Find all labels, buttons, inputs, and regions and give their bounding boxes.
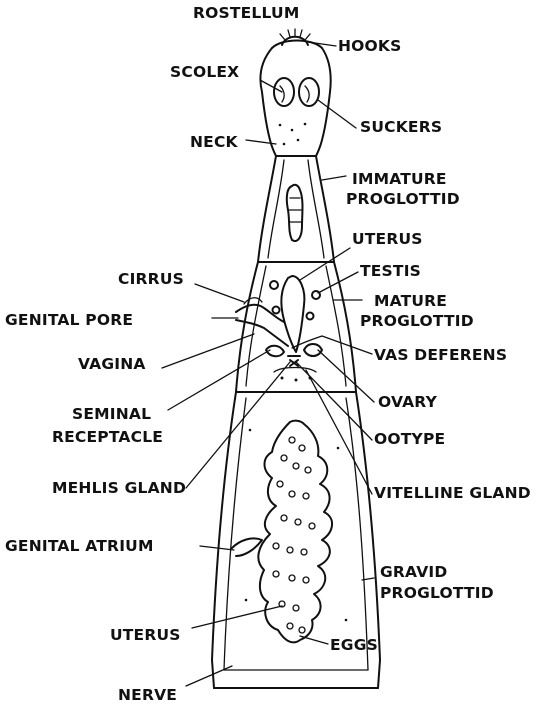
label-mehlis-gland: MEHLIS GLAND [52, 479, 186, 498]
label-neck: NECK [190, 133, 238, 152]
label-scolex: SCOLEX [170, 63, 239, 82]
mature-proglottid-shape [236, 262, 356, 392]
label-ootype: OOTYPE [374, 430, 445, 449]
label-immature-proglottid: IMMATURE [352, 170, 447, 189]
label-nerve: NERVE [118, 686, 177, 705]
label-cirrus: CIRRUS [118, 270, 184, 289]
label-vas-deferens: VAS DEFERENS [374, 346, 507, 365]
label-vitelline-gland: VITELLINE GLAND [374, 484, 531, 503]
label-mature-proglottid: MATURE [374, 292, 447, 311]
label-hooks: HOOKS [338, 37, 402, 56]
label-suckers: SUCKERS [360, 118, 442, 137]
label-gravid-proglottid-line2: PROGLOTTID [380, 584, 494, 603]
scolex-shape [260, 41, 330, 157]
label-immature-proglottid-line2: PROGLOTTID [346, 190, 460, 209]
label-vagina: VAGINA [78, 355, 146, 374]
label-rostellum: ROSTELLUM [193, 4, 299, 23]
label-seminal-receptacle-line2: RECEPTACLE [52, 428, 163, 447]
label-ovary: OVARY [378, 393, 437, 412]
label-gravid-proglottid: GRAVID [380, 563, 447, 582]
label-mature-proglottid-line2: PROGLOTTID [360, 312, 474, 331]
immature-proglottid-shape [258, 156, 334, 262]
label-eggs: EGGS [330, 636, 378, 655]
label-uterus-mature: UTERUS [352, 230, 423, 249]
eggs-pattern [273, 437, 315, 633]
neck-dots [279, 123, 307, 146]
label-seminal-receptacle: SEMINAL [72, 405, 151, 424]
label-testis: TESTIS [360, 262, 421, 281]
label-uterus-gravid: UTERUS [110, 626, 181, 645]
label-genital-pore: GENITAL PORE [5, 311, 133, 330]
label-genital-atrium: GENITAL ATRIUM [5, 537, 154, 556]
